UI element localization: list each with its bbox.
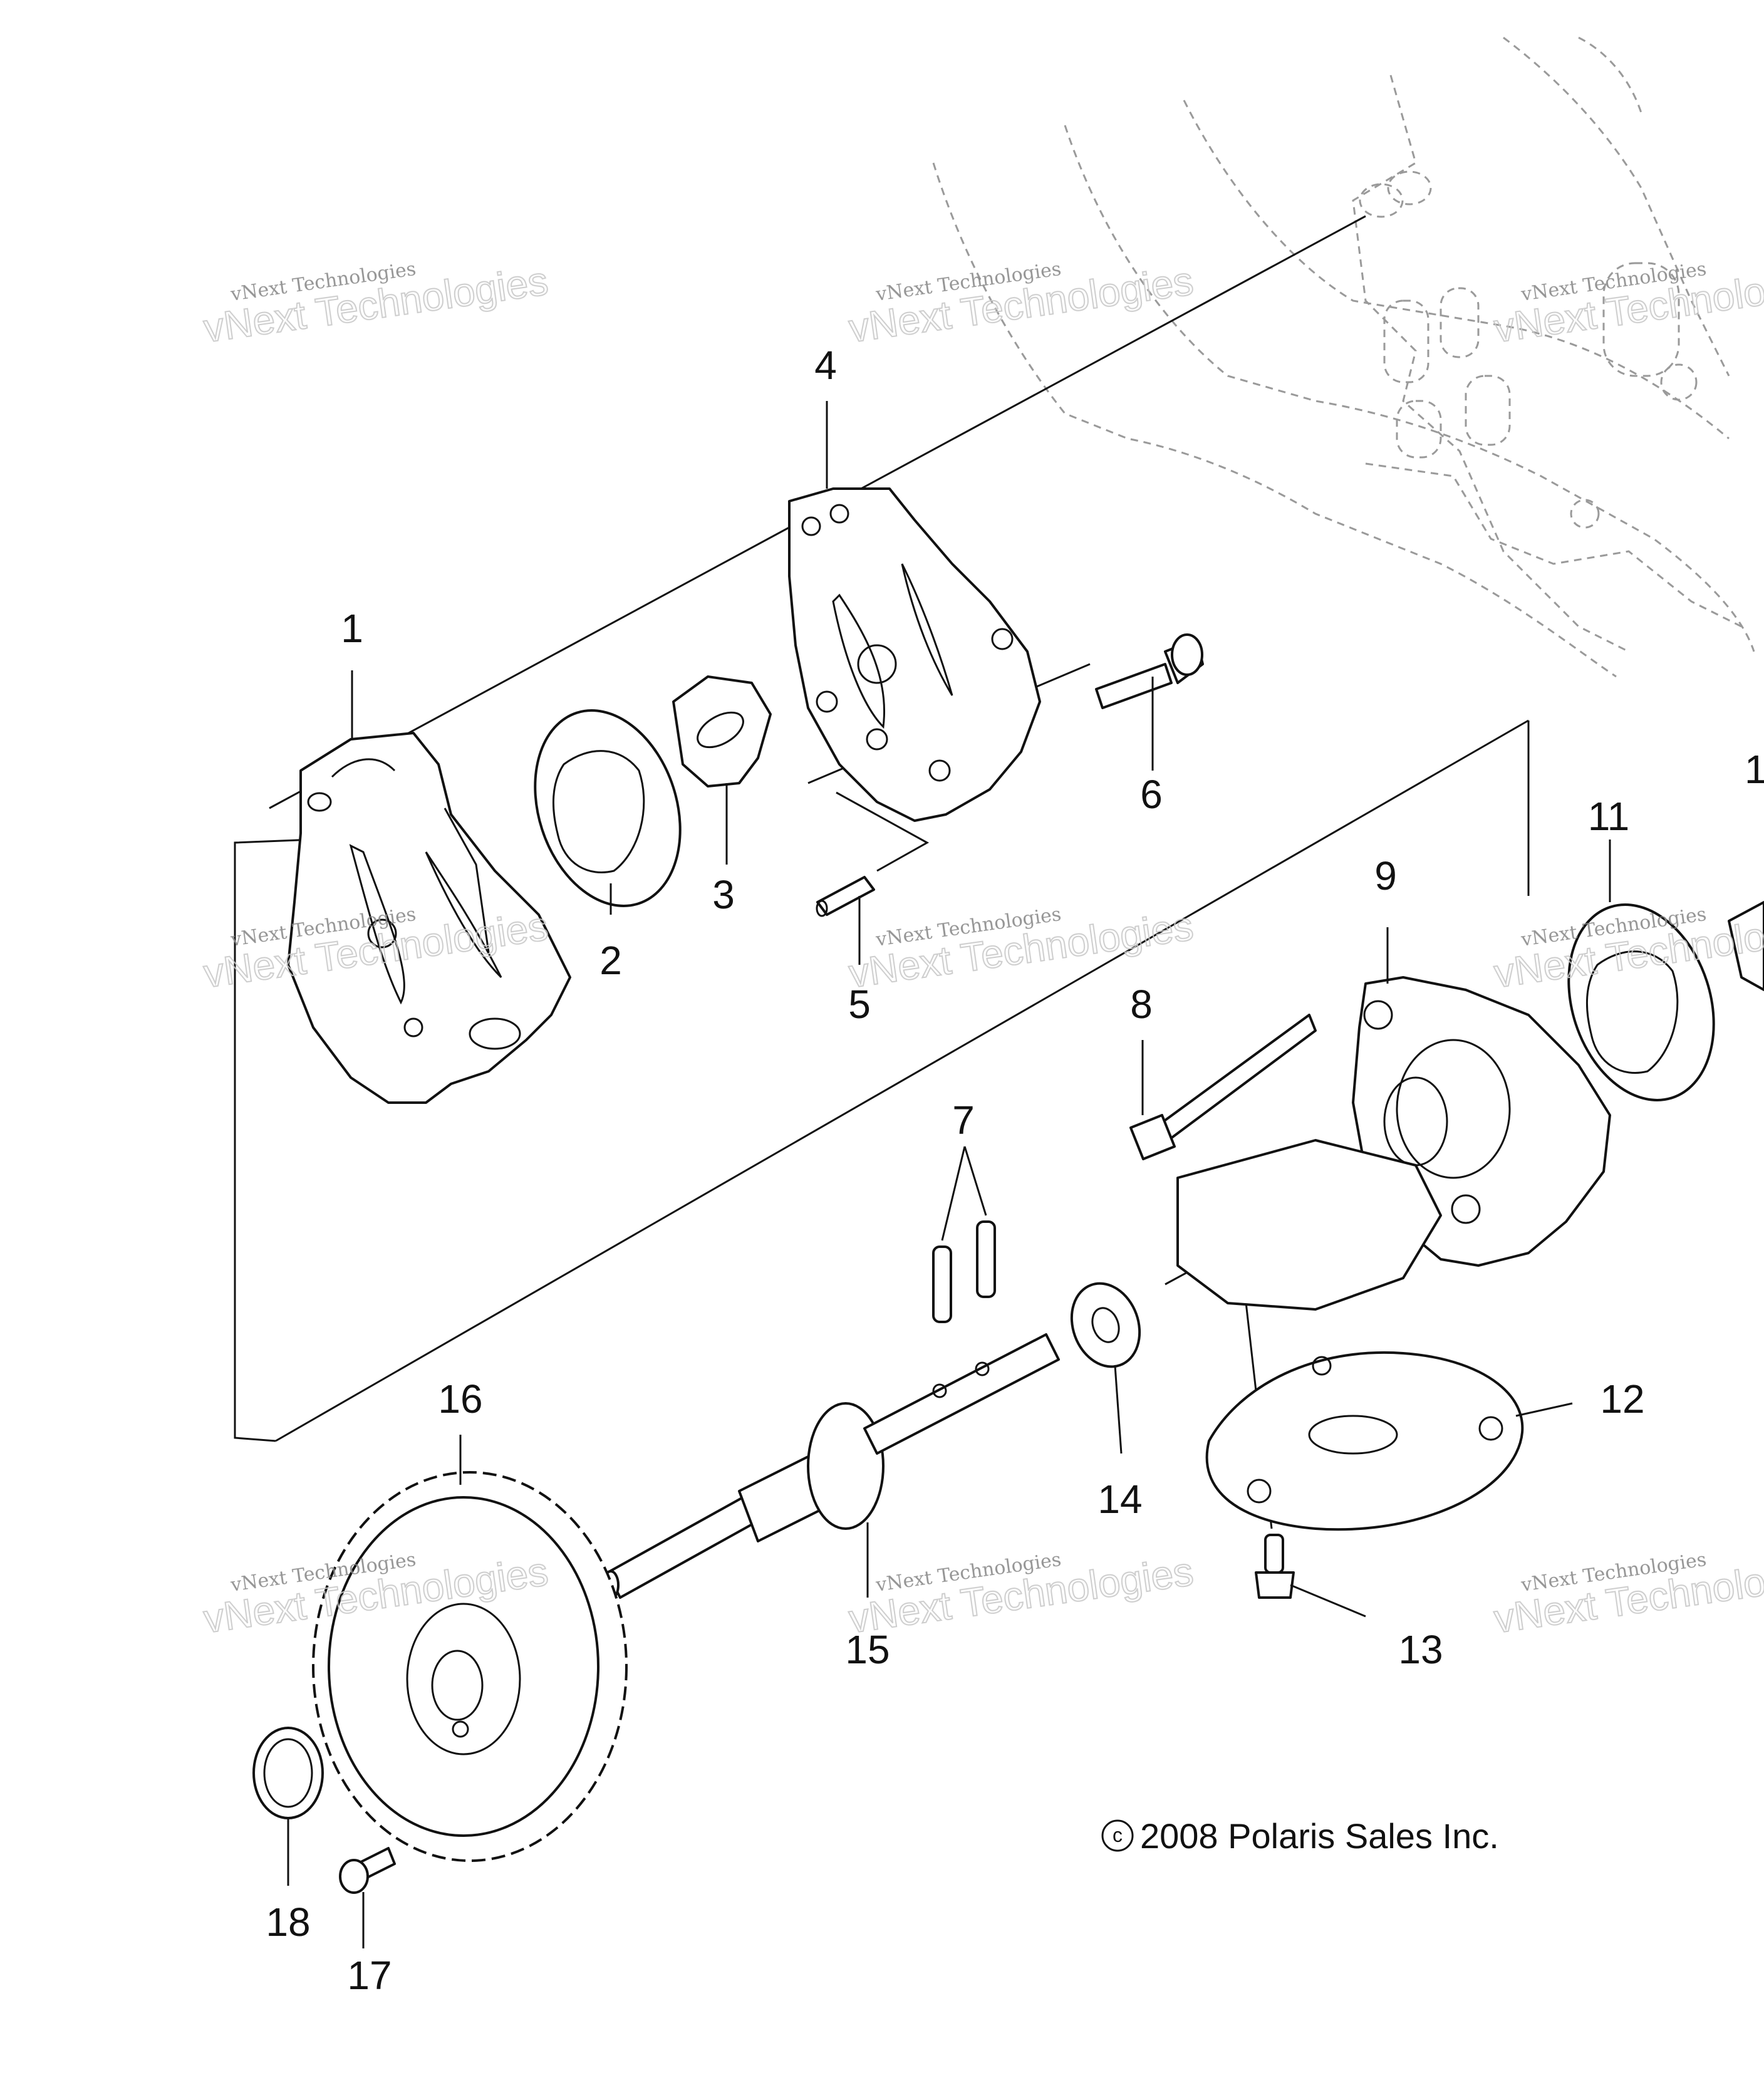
ring-washer-part-18: [252, 1727, 324, 1819]
callout-8: 8: [1130, 982, 1153, 1027]
long-bolt-part-8: [1129, 1014, 1317, 1160]
callout-2: 2: [599, 938, 622, 983]
callout-17: 17: [347, 1953, 392, 1998]
callout-10-partial: 1: [1745, 747, 1764, 792]
copyright-notice: c 2008 Polaris Sales Inc.: [1101, 1816, 1499, 1856]
callout-9: 9: [1374, 853, 1397, 898]
callout-16: 16: [438, 1376, 482, 1422]
watermark-3: vNext Technologies vNext Technologies: [1491, 257, 1764, 351]
watermark-5: vNext Technologies vNext Technologies: [846, 903, 1196, 997]
watermark-9: vNext Technologies vNext Technologies: [1491, 1548, 1764, 1642]
copyright-text: 2008 Polaris Sales Inc.: [1140, 1816, 1499, 1856]
dowel-pin-part-5: [816, 876, 875, 917]
pins-part-7: [932, 1220, 996, 1323]
watermark-8: vNext Technologies vNext Technologies: [846, 1548, 1196, 1642]
callout-4: 4: [814, 343, 837, 388]
callout-11: 11: [1588, 794, 1629, 839]
copyright-circle-icon: [1101, 1819, 1134, 1852]
pump-housing-part-1: [287, 732, 571, 1104]
gear-part-16: [312, 1471, 628, 1862]
pump-plate-part-4: [788, 487, 1041, 822]
callout-labels: 1 2 3 4 5 6 7 8 9 1 11 12 13 14 15 16 17…: [266, 343, 1764, 1998]
pump-cover-part-9: [1176, 976, 1611, 1311]
callout-5: 5: [848, 982, 871, 1027]
watermark-group: vNext Technologies vNext Technologies vN…: [200, 257, 1764, 1642]
watermark-2: vNext Technologies vNext Technologies: [846, 257, 1196, 351]
callout-1: 1: [341, 606, 363, 651]
callout-14: 14: [1097, 1477, 1142, 1522]
leader-lines: [287, 401, 1611, 1948]
gasket-part-12: [1205, 1351, 1524, 1531]
callout-18: 18: [266, 1900, 310, 1945]
rotor-ring-part-11: [1567, 903, 1715, 1101]
callout-7: 7: [952, 1098, 975, 1143]
callout-3: 3: [712, 872, 735, 917]
bolt-part-6: [1095, 633, 1204, 709]
bolt-part-17: [339, 1847, 396, 1894]
washer-part-14: [1070, 1282, 1141, 1368]
callout-12: 12: [1600, 1376, 1644, 1422]
callout-15: 15: [845, 1627, 890, 1672]
inner-rotor-part-3: [672, 675, 772, 788]
outer-rotor-part-2: [534, 709, 682, 907]
copyright-symbol: c: [1113, 1824, 1123, 1846]
part-10-fragment: [1728, 901, 1764, 991]
screw-part-13: [1255, 1534, 1295, 1599]
engine-case-outline: [932, 36, 1755, 678]
callout-13: 13: [1398, 1627, 1443, 1672]
watermark-1: vNext Technologies vNext Technologies: [200, 257, 551, 351]
callout-6: 6: [1140, 772, 1163, 817]
